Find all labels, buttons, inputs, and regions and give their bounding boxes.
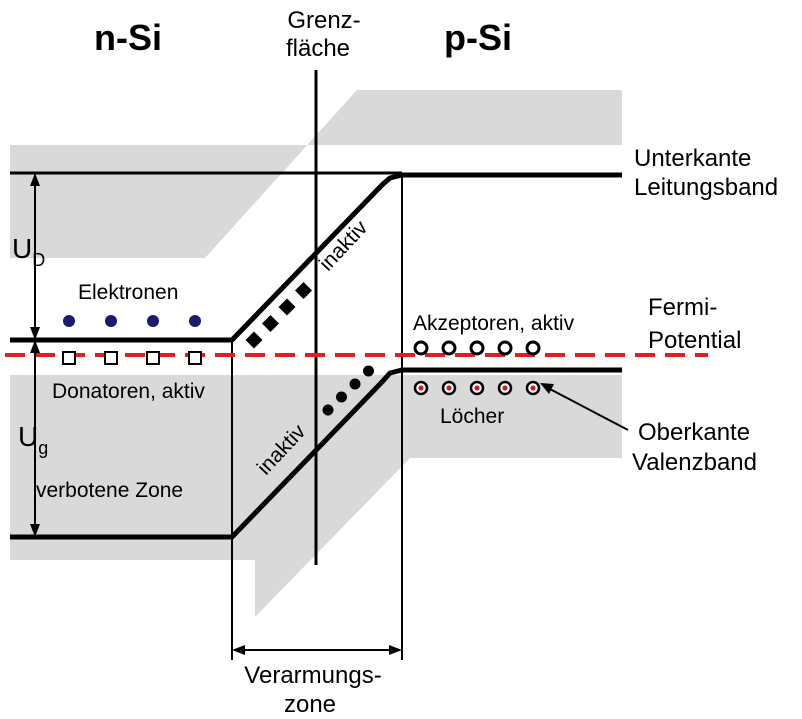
u-d-arrow xyxy=(30,173,40,340)
holes-group xyxy=(413,380,541,396)
acceptor-circle xyxy=(413,340,429,356)
hole-center-dot xyxy=(474,385,480,391)
oberkante-label-line2: Valenzband xyxy=(632,449,757,476)
inactive-donor-diamond xyxy=(262,315,279,332)
hole-center-dot xyxy=(418,385,424,391)
acceptor-circle xyxy=(525,340,541,356)
conduction-band-shade xyxy=(10,90,622,258)
oberkante-label-line1: Oberkante xyxy=(638,419,750,446)
fermi-label-line1: Fermi- xyxy=(648,294,717,321)
acceptor-circle xyxy=(469,340,485,356)
n-si-label: n-Si xyxy=(94,17,162,58)
akzeptoren-label: Akzeptoren, aktiv xyxy=(413,312,575,335)
grenzflaeche-label-line1: Grenz- xyxy=(287,7,360,34)
verarmungszone-label-line2: zone xyxy=(284,691,336,718)
unterkante-label-line1: Unterkante xyxy=(634,145,751,172)
inactive-acceptor-dot xyxy=(363,365,374,377)
electrons-group xyxy=(63,315,201,327)
electron-dot xyxy=(147,315,159,327)
donor-square xyxy=(104,351,118,365)
hole-center-dot xyxy=(446,385,452,391)
loecher-label: Löcher xyxy=(440,405,504,428)
u-d-symbol: UD xyxy=(12,233,45,270)
inactive-donor-diamond xyxy=(278,298,296,316)
depletion-width-arrow xyxy=(232,645,402,655)
hole-center-dot xyxy=(530,385,536,391)
inactive-acceptors-group xyxy=(322,365,374,416)
electron-dot xyxy=(63,315,75,327)
acceptors-group xyxy=(413,340,541,356)
valence-band-edge xyxy=(10,367,622,540)
donor-square xyxy=(146,351,160,365)
electron-dot xyxy=(189,315,201,327)
verbotene-zone-label: verbotene Zone xyxy=(36,479,183,502)
hole-center-dot xyxy=(502,385,508,391)
fermi-label-line2: Potential xyxy=(648,327,741,354)
p-si-label: p-Si xyxy=(444,17,512,58)
elektronen-label: Elektronen xyxy=(78,281,178,304)
inactive-donor-diamond xyxy=(245,331,263,349)
donor-square xyxy=(188,351,202,365)
inactive-acceptor-dot xyxy=(349,378,361,390)
conduction-band-edge xyxy=(10,172,622,343)
u-g-arrow xyxy=(30,340,40,537)
grenzflaeche-label-line2: fläche xyxy=(286,35,350,62)
donor-square xyxy=(62,351,76,365)
inactive-donor-diamond xyxy=(295,282,312,299)
valence-pointer-arrow xyxy=(540,383,629,431)
acceptor-circle xyxy=(441,340,457,356)
inactive-donors-group xyxy=(245,282,312,349)
electron-dot xyxy=(105,315,117,327)
donors-group xyxy=(62,351,202,365)
donatoren-label: Donatoren, aktiv xyxy=(52,380,205,403)
inactive-acceptor-dot xyxy=(336,391,347,403)
acceptor-circle xyxy=(497,340,513,356)
inactive-acceptor-dot xyxy=(322,404,334,416)
unterkante-label-line2: Leitungsband xyxy=(634,174,778,201)
verarmungszone-label-line1: Verarmungs- xyxy=(244,662,381,689)
u-g-symbol: Ug xyxy=(18,421,48,458)
